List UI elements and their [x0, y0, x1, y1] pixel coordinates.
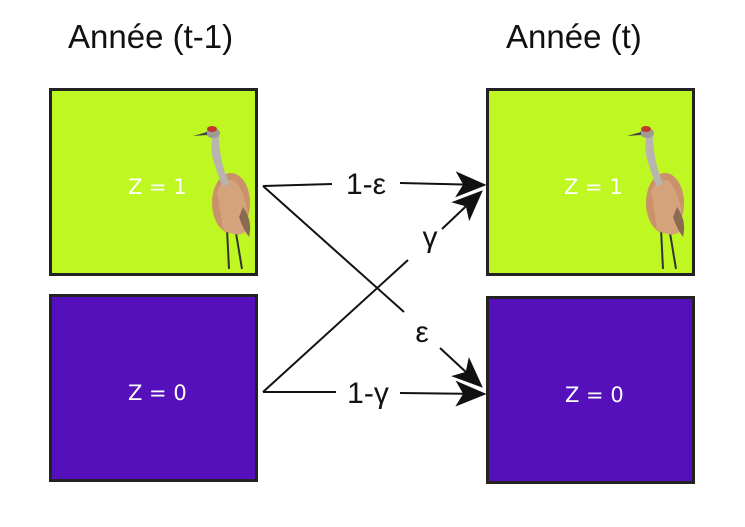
arrow-stay-occupied-head [399, 171, 487, 198]
previous-year-title: Année (t-1) [68, 18, 234, 55]
arrow-stay-unoccupied-head [399, 380, 487, 407]
arrow-colonize-head [441, 190, 483, 230]
state-label: Z = 1 [564, 175, 623, 199]
label-extinction: ε [415, 316, 428, 349]
arrow-colonize [262, 259, 409, 393]
state-label: Z = 0 [565, 383, 624, 407]
state-box-occupied-current: Z = 1 [486, 88, 695, 276]
state-box-unoccupied-current: Z = 0 [486, 296, 695, 484]
state-label: Z = 1 [128, 175, 187, 199]
arrow-extinction [262, 185, 405, 313]
crane-icon [627, 126, 685, 270]
current-year-title: Année (t) [506, 18, 642, 55]
state-box-unoccupied-previous: Z = 0 [49, 294, 258, 482]
label-colonize: γ [423, 221, 438, 254]
state-box-occupied-previous: Z = 1 [49, 88, 258, 276]
crane-icon [193, 126, 251, 270]
arrow-stay-occupied [262, 183, 333, 187]
label-stay-occupied: 1-ε [346, 168, 386, 201]
arrow-extinction-head [439, 347, 483, 388]
label-stay-unoccupied: 1-γ [347, 377, 389, 410]
state-label: Z = 0 [128, 381, 187, 405]
